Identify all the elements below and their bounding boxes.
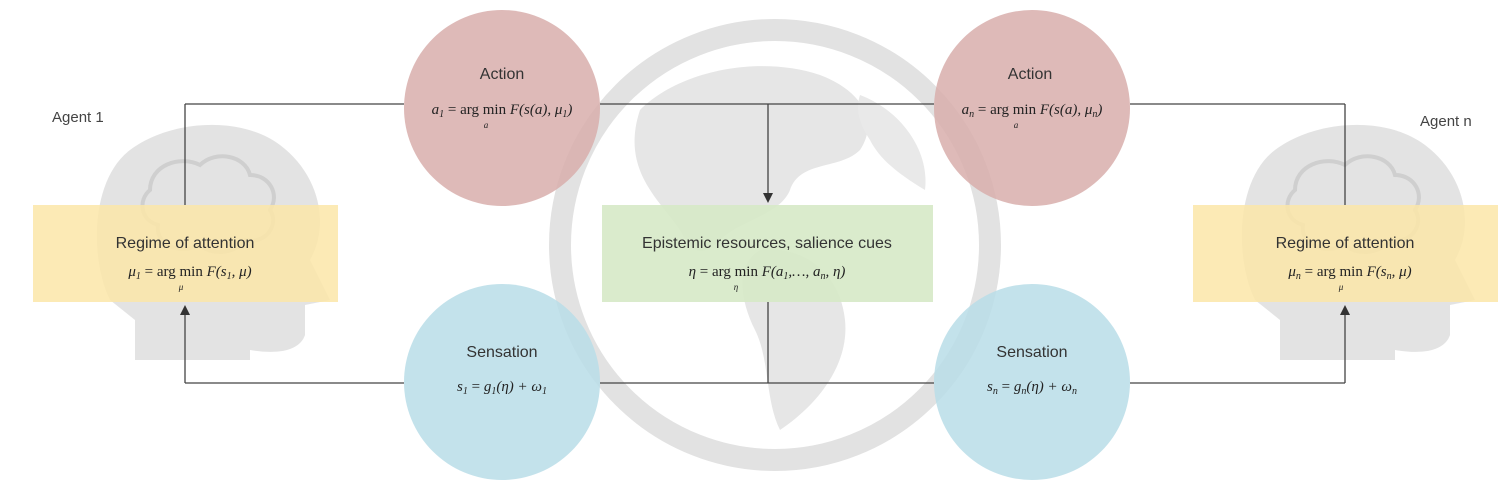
attention-right-title: Regime of attention — [1276, 235, 1415, 252]
sensation-left-circle — [404, 284, 600, 480]
action-right-title: Action — [1008, 66, 1052, 83]
attention-left-box — [33, 205, 338, 302]
epistemic-formula: η = arg min F(a1,…, an, η) — [689, 264, 846, 282]
action-left-circle — [404, 10, 600, 206]
attention-right-box — [1193, 205, 1498, 302]
epistemic-argmin-sub: η — [734, 282, 739, 292]
action-right-circle — [934, 10, 1130, 206]
attention-left-formula: μ1 = arg min F(s1, μ) — [127, 264, 251, 282]
action-right-formula: an = arg min F(s(a), μn) — [962, 102, 1103, 120]
attention-left-argmin-sub: μ — [178, 282, 184, 292]
sensation-right-circle — [934, 284, 1130, 480]
action-left-formula: a1 = arg min F(s(a), μ1) — [432, 102, 573, 120]
action-right-argmin-sub: a — [1014, 120, 1019, 130]
sensation-left-formula: s1 = g1(η) + ω1 — [457, 379, 547, 397]
bottom-connectors — [180, 302, 1350, 384]
top-connectors — [184, 103, 1346, 205]
sensation-right-title: Sensation — [996, 344, 1067, 361]
epistemic-box — [602, 205, 933, 302]
attention-left-title: Regime of attention — [116, 235, 255, 252]
action-left-title: Action — [480, 66, 524, 83]
sensation-left-title: Sensation — [466, 344, 537, 361]
agent-left-label: Agent 1 — [52, 109, 104, 126]
attention-right-formula: μn = arg min F(sn, μ) — [1287, 264, 1411, 282]
sensation-right-formula: sn = gn(η) + ωn — [987, 379, 1077, 397]
epistemic-title: Epistemic resources, salience cues — [642, 235, 892, 252]
action-left-argmin-sub: a — [484, 120, 489, 130]
attention-right-argmin-sub: μ — [1338, 282, 1344, 292]
agent-right-label: Agent n — [1420, 113, 1472, 130]
